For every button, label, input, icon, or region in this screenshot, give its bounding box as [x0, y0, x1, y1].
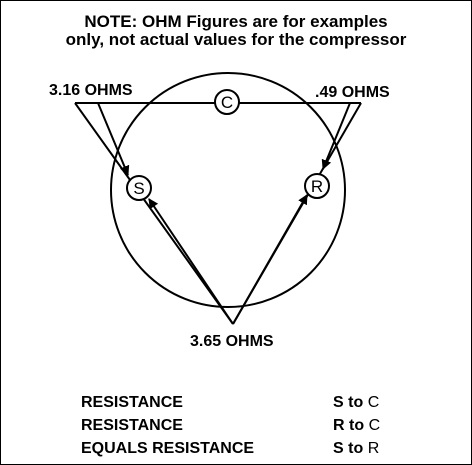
legend-connector-1: to [348, 394, 363, 411]
legend-pair-2: R to C [333, 417, 380, 435]
legend-from-2: R [333, 417, 345, 434]
legend-from-3: S [333, 440, 344, 457]
legend-from-1: S [333, 394, 344, 411]
reading-s-to-r: 3.65 OHMS [190, 333, 274, 350]
terminal-c-label: C [221, 93, 233, 112]
legend-label-3: EQUALS RESISTANCE [81, 440, 254, 458]
legend-connector-3: to [348, 440, 363, 457]
terminal-s: S [127, 176, 151, 200]
r-to-c-arrow [323, 103, 350, 169]
s-to-r-arrow-s [149, 199, 233, 324]
terminal-r: R [305, 174, 329, 198]
terminal-s-label: S [133, 179, 144, 198]
legend-to-2: C [369, 417, 381, 434]
triangle-left-line [75, 103, 233, 324]
reading-s-to-c: 3.16 OHMS [49, 82, 133, 99]
s-to-r-arrow-r [233, 195, 307, 324]
legend-to-1: C [368, 394, 380, 411]
legend-label-2: RESISTANCE [81, 417, 183, 435]
legend-to-3: R [368, 440, 380, 457]
legend-connector-2: to [349, 417, 364, 434]
reading-r-to-c: .49 OHMS [315, 84, 390, 101]
legend-label-1: RESISTANCE [81, 394, 183, 412]
legend-pair-3: S to R [333, 440, 379, 458]
legend-pair-1: S to C [333, 394, 379, 412]
terminal-r-label: R [311, 177, 323, 196]
terminal-c: C [215, 90, 239, 114]
